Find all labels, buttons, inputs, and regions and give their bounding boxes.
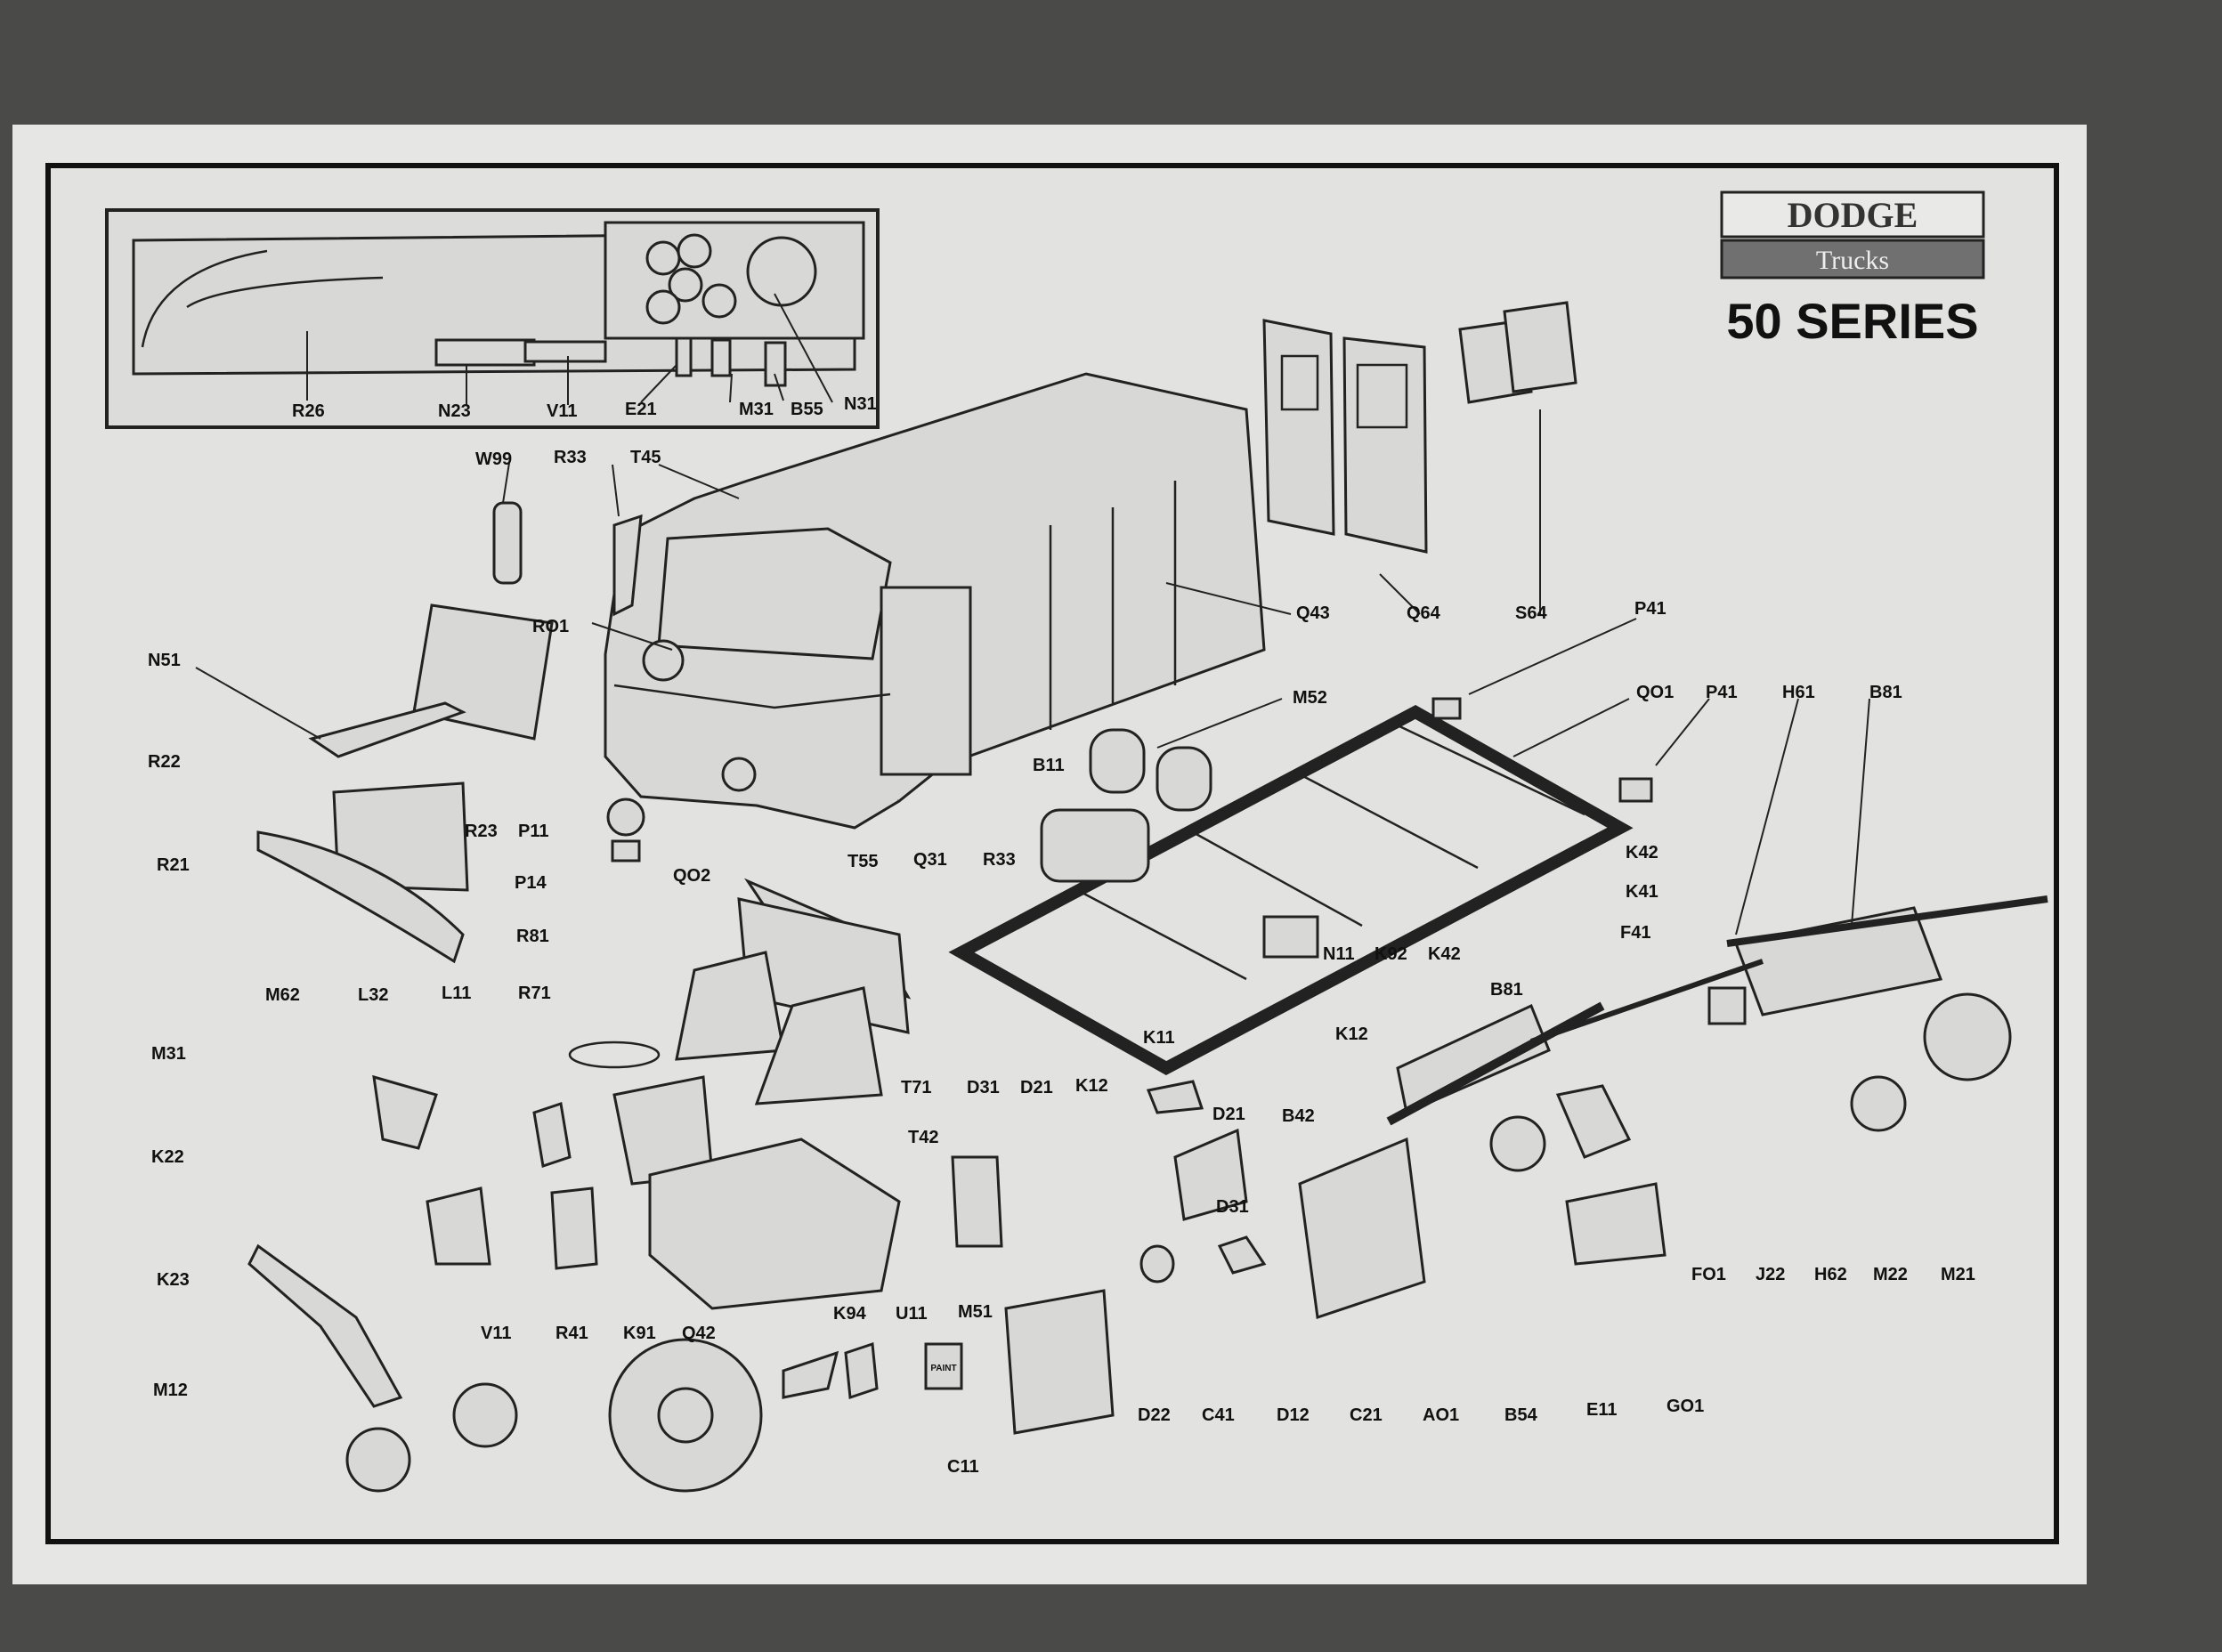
- label-D22: D22: [1138, 1405, 1171, 1425]
- label-K42-mid: K42: [1428, 944, 1461, 964]
- label-E11: E11: [1586, 1400, 1617, 1420]
- label-L32: L32: [358, 985, 388, 1005]
- label-M12: M12: [153, 1381, 188, 1400]
- label-RO1: RO1: [532, 617, 569, 636]
- label-K42-right: K42: [1626, 843, 1658, 862]
- label-P41-top: P41: [1634, 599, 1666, 619]
- drivetrain-parts: [1139, 895, 2048, 1319]
- label-FO1: FO1: [1691, 1265, 1726, 1284]
- label-B42: B42: [1282, 1106, 1315, 1126]
- label-B55: B55: [791, 400, 823, 419]
- rear-doors: [1262, 301, 1577, 554]
- label-Q31: Q31: [913, 850, 947, 870]
- label-T71: T71: [901, 1078, 931, 1097]
- label-Q43: Q43: [1296, 603, 1330, 623]
- label-L11: L11: [442, 984, 471, 1003]
- label-QO2: QO2: [673, 866, 710, 886]
- van-body: [604, 372, 1266, 830]
- label-B11: B11: [1033, 756, 1065, 775]
- label-R33-mid: R33: [983, 850, 1016, 870]
- label-C11: C11: [947, 1457, 979, 1477]
- label-T55: T55: [847, 852, 878, 871]
- label-K12-b: K12: [1075, 1076, 1108, 1096]
- label-K23: K23: [157, 1270, 190, 1290]
- label-Q64: Q64: [1407, 603, 1441, 623]
- label-P11: P11: [518, 822, 548, 841]
- dashboard-inset: [105, 208, 880, 429]
- label-Q42: Q42: [682, 1324, 716, 1343]
- series-title: 50 SERIES: [1726, 293, 1978, 349]
- label-M21: M21: [1941, 1265, 1975, 1284]
- label-T42: T42: [908, 1128, 938, 1147]
- label-H62: H62: [1814, 1265, 1847, 1284]
- label-M52: M52: [1293, 688, 1327, 708]
- label-M22: M22: [1873, 1265, 1908, 1284]
- label-D21-a: D21: [1020, 1078, 1053, 1097]
- label-QO1: QO1: [1636, 683, 1674, 702]
- label-R71: R71: [518, 984, 551, 1003]
- chassis-frame: [948, 697, 1653, 1075]
- label-N23: N23: [438, 401, 471, 421]
- leader-lines: [195, 293, 1870, 935]
- label-B54: B54: [1504, 1405, 1538, 1425]
- brand-logo: DODGE Trucks 50 SERIES: [1720, 190, 1985, 349]
- label-F41: F41: [1620, 923, 1650, 943]
- label-M31-dash: M31: [739, 400, 774, 419]
- label-D21-b: D21: [1212, 1105, 1245, 1124]
- part-labels: R26 N23 V11 E21 M31 B55 N31 W99 R33 T45 …: [148, 394, 1975, 1477]
- label-R22: R22: [148, 752, 181, 772]
- label-C21: C21: [1350, 1405, 1383, 1425]
- label-E21: E21: [625, 400, 657, 419]
- label-M62: M62: [265, 985, 300, 1005]
- label-U11: U11: [896, 1304, 928, 1324]
- brand-sub: Trucks: [1816, 246, 1889, 275]
- label-W99: W99: [475, 449, 512, 469]
- label-R23: R23: [465, 822, 498, 841]
- label-AO1: AO1: [1423, 1405, 1459, 1425]
- brand-name: DODGE: [1788, 195, 1918, 235]
- label-H61: H61: [1782, 683, 1815, 702]
- label-T45: T45: [630, 448, 661, 467]
- label-R33-top: R33: [554, 448, 587, 467]
- paint-can-text: PAINT: [930, 1364, 956, 1373]
- label-D31-a: D31: [967, 1078, 1000, 1097]
- label-D31-b: D31: [1216, 1197, 1249, 1217]
- label-J22: J22: [1756, 1265, 1785, 1284]
- label-V11-dash: V11: [547, 401, 577, 421]
- label-P14: P14: [515, 873, 547, 893]
- label-P41-right: P41: [1706, 683, 1738, 702]
- label-N11: N11: [1323, 944, 1355, 964]
- label-K22: K22: [151, 1147, 184, 1167]
- label-K41: K41: [1626, 882, 1658, 902]
- label-S64: S64: [1515, 603, 1547, 623]
- label-K94: K94: [833, 1304, 867, 1324]
- label-R21: R21: [157, 855, 190, 875]
- label-M51: M51: [958, 1302, 993, 1322]
- label-K91: K91: [623, 1324, 656, 1343]
- label-R26: R26: [292, 401, 325, 421]
- label-D12: D12: [1277, 1405, 1310, 1425]
- label-N31: N31: [844, 394, 877, 414]
- label-K11: K11: [1143, 1028, 1175, 1048]
- interior-parts: PAINT: [247, 897, 1115, 1493]
- label-K92: K92: [1375, 944, 1407, 964]
- label-GO1: GO1: [1666, 1397, 1704, 1416]
- label-N51: N51: [148, 651, 181, 670]
- label-K12-a: K12: [1335, 1024, 1368, 1044]
- label-M31: M31: [151, 1044, 186, 1064]
- label-V11: V11: [481, 1324, 511, 1343]
- label-B81-right: B81: [1869, 683, 1902, 702]
- label-C41: C41: [1202, 1405, 1235, 1425]
- label-B81-mid: B81: [1490, 980, 1523, 1000]
- label-R81: R81: [516, 927, 549, 946]
- label-R41: R41: [556, 1324, 588, 1343]
